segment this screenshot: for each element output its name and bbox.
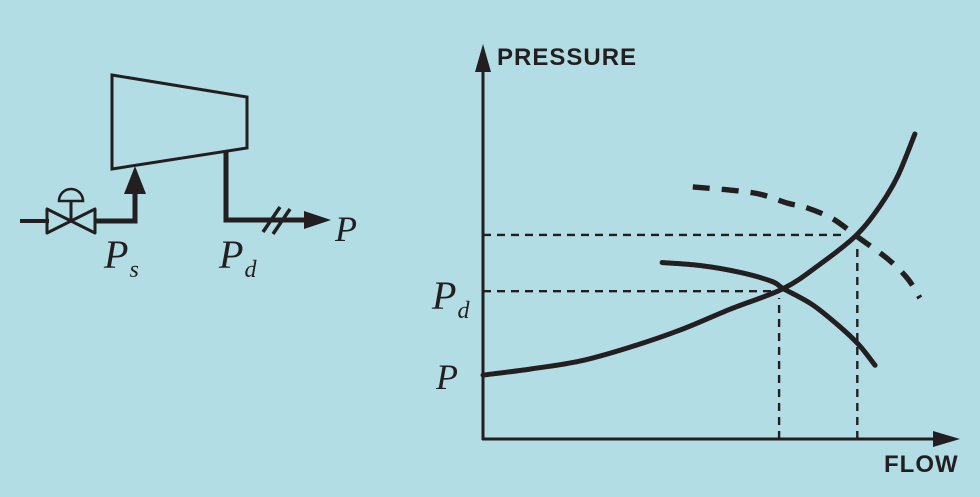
curve-system-resistance-curve xyxy=(480,131,918,378)
curves-layer xyxy=(480,131,923,439)
control-valve-icon xyxy=(45,187,97,235)
curve-compressor-curve xyxy=(659,260,878,368)
x-axis-title: FLOW xyxy=(884,451,959,478)
p-axis-label: P xyxy=(435,357,458,397)
y-axis-arrowhead-icon xyxy=(475,44,491,72)
x-axis-arrowhead-icon xyxy=(933,431,960,447)
discharge-pressure-label: Pd xyxy=(218,232,257,283)
suction-pressure-label: Ps xyxy=(103,232,139,283)
pipe-break-icon xyxy=(261,206,292,235)
process-schematic: Ps Pd P xyxy=(20,73,357,283)
valve-left-triangle xyxy=(45,207,73,235)
suction-pipe-line xyxy=(95,192,138,224)
valve-actuator-icon xyxy=(57,187,85,203)
pd-axis-label: Pd xyxy=(431,273,470,324)
suction-arrowhead-icon xyxy=(124,166,146,194)
pressure-flow-chart: PRESSURE FLOW Pd P xyxy=(431,44,960,478)
valve-right-triangle xyxy=(69,207,97,235)
outlet-pressure-label: P xyxy=(334,209,357,249)
curve-compressor-curve-higher-speed xyxy=(692,184,923,300)
compressor-icon xyxy=(110,73,249,171)
y-axis-title: PRESSURE xyxy=(497,44,637,71)
outlet-arrowhead-icon xyxy=(304,211,331,229)
discharge-pipe-line xyxy=(223,150,306,223)
